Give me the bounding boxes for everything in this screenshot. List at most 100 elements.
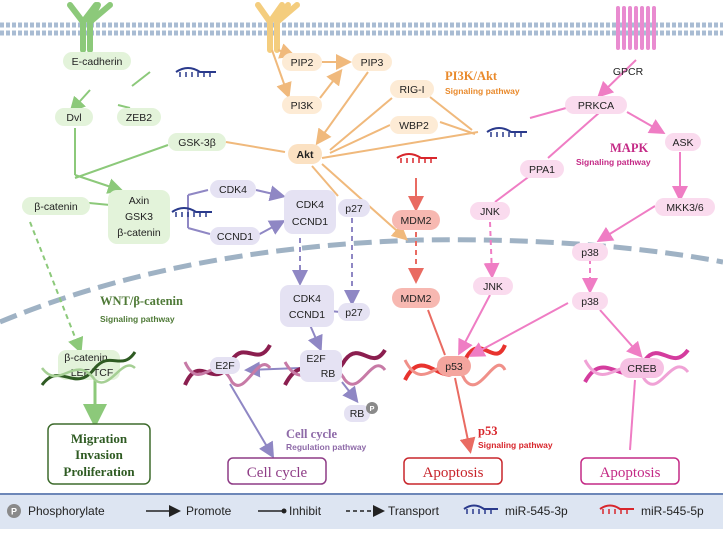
cellcycle-subtitle: Regulation pathway (286, 442, 367, 452)
pip2-node (282, 53, 322, 71)
jnk-nuclear-label: JNK (483, 281, 503, 293)
mir-545-3p-icon-wnt (175, 67, 216, 77)
phosphate-icon (366, 402, 378, 414)
ccnd1-label: CCND1 (217, 231, 253, 243)
mir-545-5p-icon-p53 (396, 153, 437, 163)
cdk4-node (210, 180, 256, 198)
cdk4-ccnd1-complex-node (284, 190, 336, 234)
legend-mir-545-5p-icon (599, 504, 634, 514)
mapk-title: MAPK (610, 141, 648, 155)
e2f-left-label: E2F (215, 360, 234, 372)
pi3k-pathway: PIP2 PIP3 PI3K Akt PI3K/Akt Signaling pa… (225, 43, 520, 241)
gsk3b-label: GSK-3β (178, 137, 216, 149)
creb-label: CREB (627, 363, 656, 375)
nuclear-p27-label: p27 (345, 307, 363, 319)
ecadherin-receptor-icon (67, 2, 113, 53)
legend-phosphorylate-label: Phosphorylate (28, 504, 105, 518)
legend-transport-label: Transport (388, 504, 440, 518)
dvl-label: Dvl (66, 112, 81, 124)
nuclear-membrane (0, 237, 723, 325)
p38-nuclear-node (572, 292, 608, 310)
p53-title: p53 (478, 424, 497, 438)
complex-cdk4-label: CDK4 (296, 199, 324, 211)
wnt-outcome-box (47, 423, 151, 485)
rigi-label: RIG-I (399, 84, 424, 96)
pip3-label: PIP3 (361, 57, 384, 69)
creb-node (620, 358, 664, 378)
legend-phosphate-symbol: P (11, 507, 17, 517)
jnk-node (470, 202, 510, 220)
wbp2-node (390, 116, 438, 134)
gsk3b-node (168, 133, 226, 151)
complex-bcatenin-label: β-catenin (117, 227, 161, 239)
mapk-outcome-box (580, 457, 680, 485)
e2f-rb-e2f-label: E2F (306, 353, 325, 365)
bcatenin-node (22, 197, 90, 215)
wnt-pathway: E-cadherin Dvl ZEB2 GSK-3β β-catenin Axi… (22, 52, 226, 485)
e2f-left-node (210, 357, 240, 374)
axin-complex-node (108, 190, 170, 244)
legend-canvas: P Phosphorylate Promote Inhibit Transpor… (7, 504, 704, 518)
cellcycle-outcome-box (227, 457, 327, 485)
gpcr-label: GPCR (613, 66, 644, 78)
phosphate-label: P (369, 404, 374, 413)
wnt-subtitle: Signaling pathway (100, 314, 175, 324)
akt-node (288, 144, 322, 164)
p53-node (437, 356, 471, 376)
pi3k-subtitle: Signaling pathway (445, 86, 520, 96)
mapk-outcome-label: Apoptosis (600, 465, 661, 481)
p27-node (338, 199, 370, 217)
ask-label: ASK (672, 137, 693, 149)
ppa1-node (520, 160, 564, 178)
rb-node (344, 405, 370, 422)
cellcycle-pathway: CDK4 CCND1 CDK4 CCND1 p27 CDK4 CCND1 p27… (183, 180, 387, 485)
cdk4-label: CDK4 (219, 184, 247, 196)
p53-label: p53 (445, 361, 463, 373)
mdm2-label: MDM2 (401, 215, 432, 227)
mir-545-3p-icon-mapk (486, 127, 527, 137)
p38-label: p38 (581, 247, 599, 259)
p53-outcome-box (403, 457, 503, 485)
dvl-node (55, 108, 93, 126)
bcatenin-label: β-catenin (34, 201, 78, 213)
ecadherin-node (63, 52, 131, 70)
nuclear-bcatenin-label: β-catenin (64, 352, 108, 364)
cellcycle-outcome-label: Cell cycle (247, 465, 308, 481)
mdm2-node (392, 210, 440, 230)
gsk3-label: GSK3 (125, 211, 153, 223)
rigi-node (390, 80, 434, 98)
e2f-rb-node (300, 350, 342, 382)
wbp2-label: WBP2 (399, 120, 429, 132)
pi3k-label: PI3K (291, 100, 314, 112)
nuclear-p27-node (338, 303, 370, 321)
mdm2-nuclear-node (392, 288, 440, 308)
mkk-label: MKK3/6 (666, 202, 704, 214)
p38-node (572, 243, 608, 261)
e2f-rb-rb-label: RB (321, 368, 336, 380)
prkca-node (565, 96, 627, 114)
p38-nuclear-label: p38 (581, 296, 599, 308)
zeb2-node (117, 108, 161, 126)
pip3-node (352, 53, 392, 71)
legend-phosphate-icon (7, 504, 21, 518)
akt-label: Akt (297, 149, 314, 161)
p53-pathway: RIG-I WBP2 MDM2 MDM2 p53 p53 Signaling p… (390, 80, 553, 485)
migration-label: Migration (71, 431, 128, 446)
pi3k-title: PI3K/Akt (445, 69, 498, 83)
ecadherin-label: E-cadherin (72, 56, 123, 68)
pi3k-receptor-icon (255, 2, 300, 53)
legend-mir-545-5p-label: miR-545-5p (641, 504, 704, 518)
legend-promote-label: Promote (186, 504, 232, 518)
axin-label: Axin (129, 195, 150, 207)
pi3k-node (282, 96, 322, 114)
ppa1-label: PPA1 (529, 164, 555, 176)
p53-subtitle: Signaling pathway (478, 440, 553, 450)
prkca-label: PRKCA (578, 100, 614, 112)
legend-mir-545-3p-label: miR-545-3p (505, 504, 568, 518)
legend-bar: P Phosphorylate Promote Inhibit Transpor… (0, 493, 723, 529)
jnk-nuclear-node (473, 277, 513, 295)
p27-label: p27 (345, 203, 363, 215)
cellcycle-title: Cell cycle (286, 427, 337, 441)
nuclear-cdk4-label: CDK4 (293, 293, 321, 305)
